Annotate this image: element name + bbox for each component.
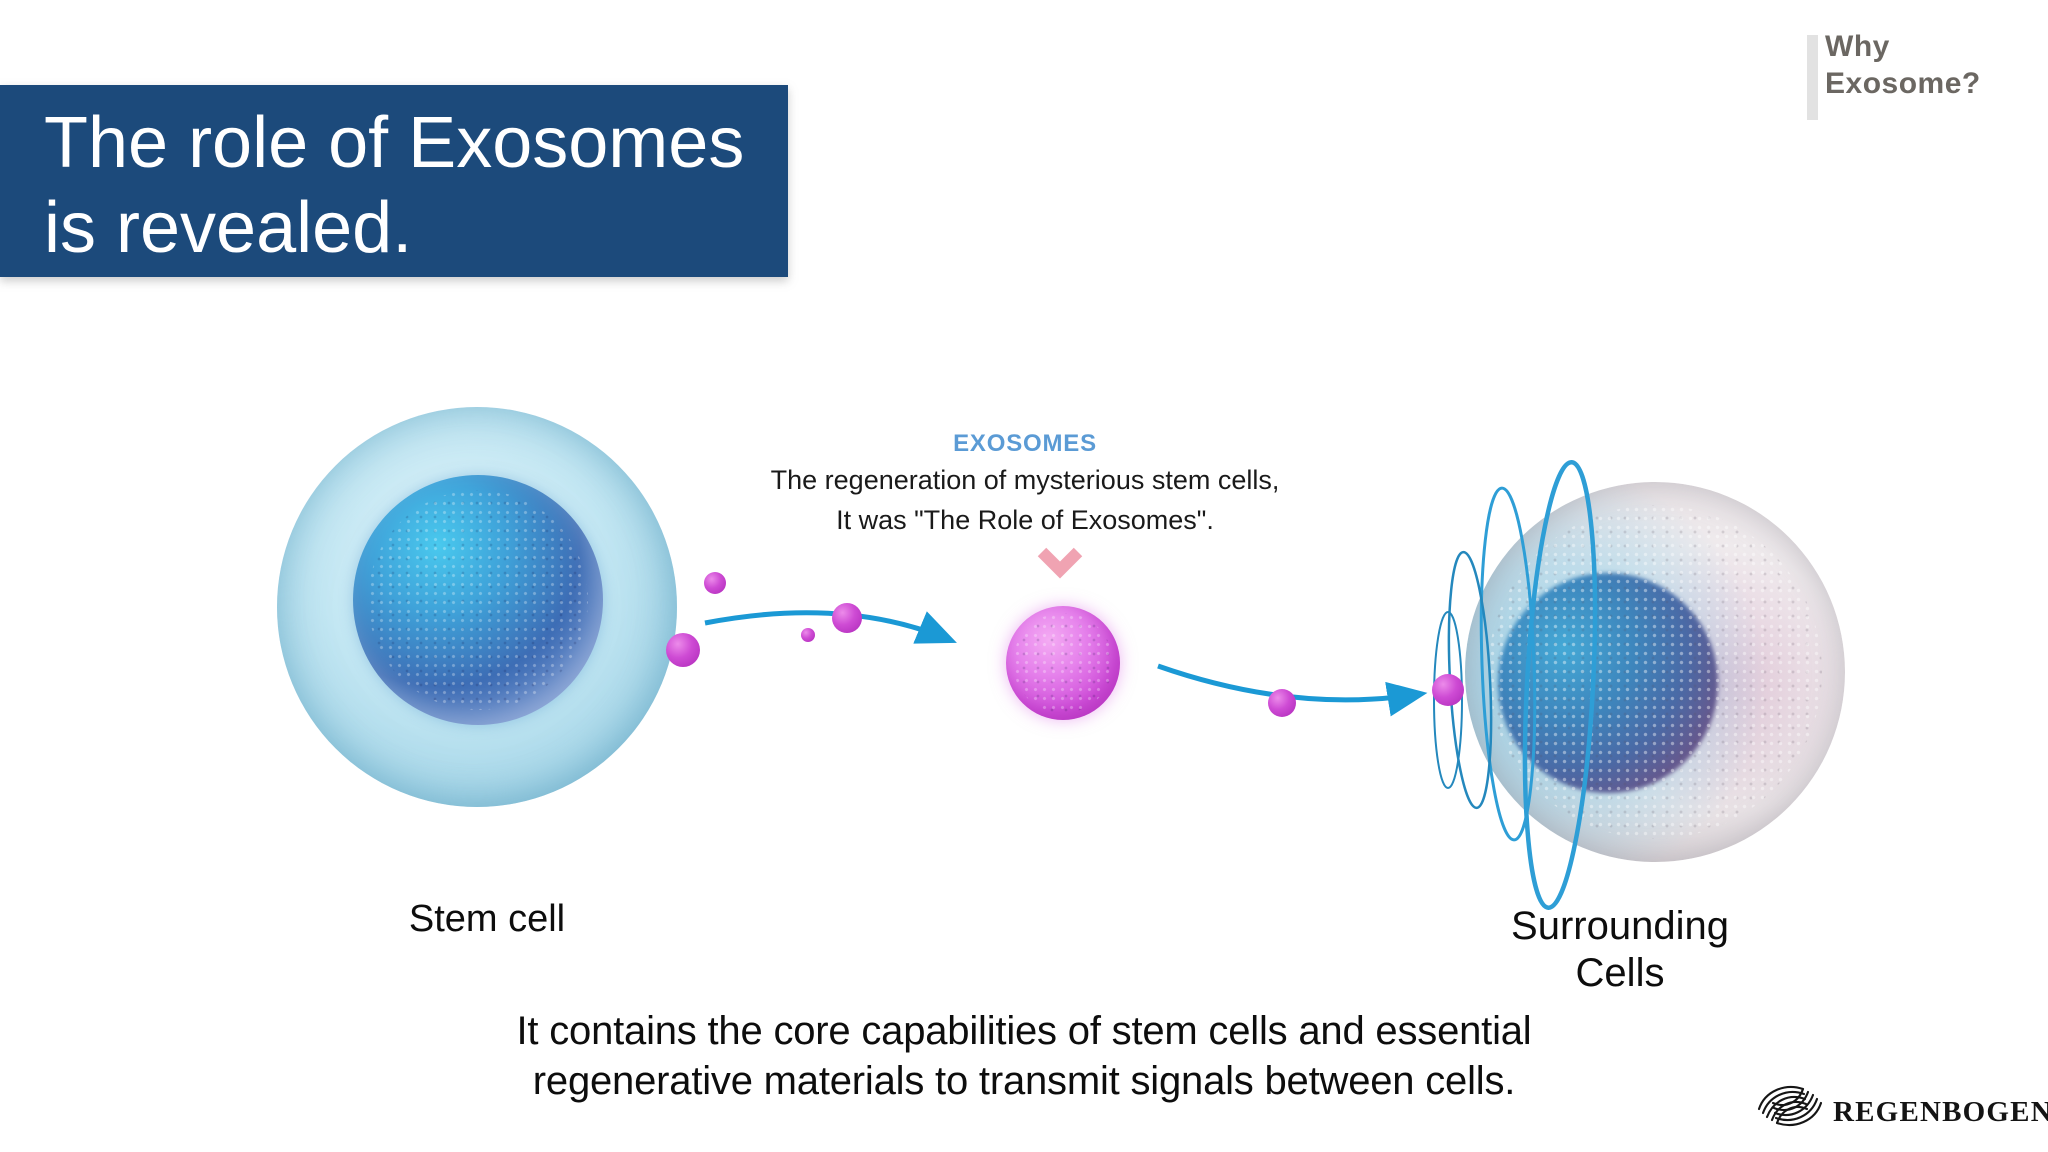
exosomes-caption-line-2: It was "The Role of Exosomes". bbox=[836, 505, 1214, 535]
footer-description: It contains the core capabilities of ste… bbox=[424, 1006, 1624, 1106]
chevron-down-icon bbox=[1037, 547, 1083, 579]
surrounding-cells-label: Surrounding Cells bbox=[1420, 903, 1820, 997]
section-tag-line-2: Exosome? bbox=[1825, 67, 1981, 100]
section-tag: Why Exosome? bbox=[1807, 28, 1981, 120]
footer-description-line-1: It contains the core capabilities of ste… bbox=[516, 1009, 1532, 1053]
stem-cell-nucleus bbox=[353, 475, 603, 725]
curved-transfer-arrow-left-icon bbox=[704, 610, 957, 644]
title-block: The role of Exosomes is revealed. bbox=[0, 85, 788, 277]
surrounding-cell-illustration bbox=[1465, 482, 1845, 862]
curved-transfer-arrow-right-icon bbox=[1157, 663, 1428, 717]
vesicle-dot bbox=[704, 572, 726, 594]
stem-cell-illustration bbox=[277, 407, 677, 807]
brand-name: REGENBOGEN bbox=[1833, 1095, 2048, 1128]
brand-logo: REGENBOGEN bbox=[1757, 1082, 2048, 1130]
surrounding-cells-label-line-2: Cells bbox=[1575, 951, 1665, 995]
vesicle-dot bbox=[1268, 689, 1296, 717]
footer-description-line-2: regenerative materials to transmit signa… bbox=[532, 1059, 1516, 1103]
regenbogen-swirl-icon bbox=[1757, 1086, 1823, 1126]
section-tag-bar bbox=[1807, 35, 1818, 120]
vesicle-dot bbox=[801, 628, 815, 642]
exosomes-caption: EXOSOMES The regeneration of mysterious … bbox=[625, 430, 1425, 538]
vesicle-dot bbox=[1432, 674, 1464, 706]
stem-cell-label: Stem cell bbox=[408, 898, 566, 940]
section-tag-label: Why Exosome? bbox=[1825, 28, 1981, 120]
exosome-sphere bbox=[1006, 606, 1120, 720]
section-tag-line-1: Why bbox=[1825, 30, 1890, 63]
page-title-line-2: is revealed. bbox=[44, 188, 413, 268]
surrounding-cell-nucleus bbox=[1498, 573, 1718, 793]
surrounding-cells-label-line-1: Surrounding bbox=[1511, 904, 1729, 948]
exosomes-heading: EXOSOMES bbox=[953, 430, 1097, 457]
vesicle-dot bbox=[832, 603, 862, 633]
exosomes-caption-line-1: The regeneration of mysterious stem cell… bbox=[770, 465, 1280, 495]
page-title-line-1: The role of Exosomes bbox=[44, 103, 745, 183]
